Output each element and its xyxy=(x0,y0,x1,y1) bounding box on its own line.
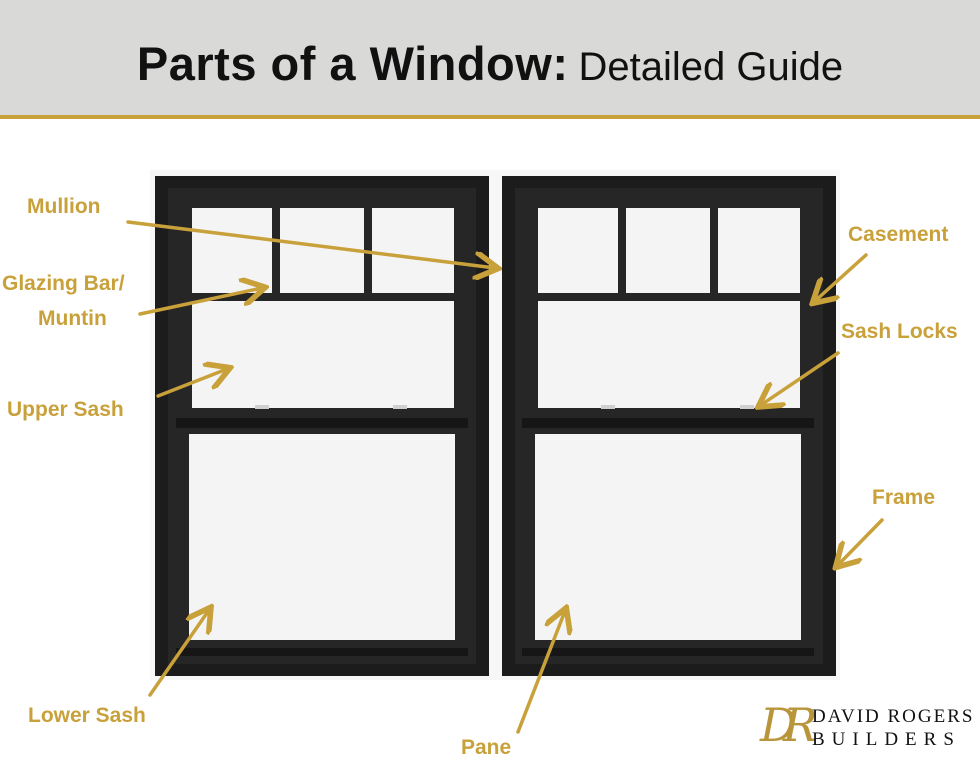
lower-sash-arrow xyxy=(148,610,209,697)
page-title: Parts of a Window:Detailed Guide xyxy=(0,36,980,91)
label-upper-sash: Upper Sash xyxy=(7,398,124,421)
right-lock-1 xyxy=(601,405,615,409)
muntin-arrow xyxy=(138,288,262,316)
left-lower-pane xyxy=(189,434,455,640)
casement-arrow xyxy=(815,253,868,301)
label-pane: Pane xyxy=(461,736,512,759)
builder-logo-subtitle: BUILDERS xyxy=(812,729,961,750)
left-lock-1 xyxy=(255,405,269,409)
header-band xyxy=(0,0,980,115)
right-upper-pane-1 xyxy=(538,208,618,293)
right-lock-2 xyxy=(740,405,754,409)
right-window xyxy=(502,176,836,676)
upper-sash-arrow xyxy=(156,369,227,398)
pane-arrow xyxy=(516,611,565,734)
label-lower-sash: Lower Sash xyxy=(28,704,146,727)
left-lock-2 xyxy=(393,405,407,409)
right-meeting-rail xyxy=(522,418,814,428)
label-sash-locks: Sash Locks xyxy=(841,320,958,343)
right-upper-pane-3 xyxy=(718,208,800,293)
left-upper-pane-1 xyxy=(192,208,272,293)
left-window xyxy=(155,176,489,676)
label-glazing-bar: Glazing Bar/ xyxy=(2,272,125,295)
right-upper-main-pane xyxy=(538,301,800,408)
label-frame: Frame xyxy=(872,486,936,509)
left-meeting-rail xyxy=(176,418,468,428)
sash-locks-arrow xyxy=(761,351,840,405)
left-sill xyxy=(176,648,468,656)
builder-logo-monogram: DR xyxy=(760,698,817,752)
frame-arrow xyxy=(838,518,884,565)
label-casement: Casement xyxy=(848,223,949,246)
right-lower-pane xyxy=(535,434,801,640)
builder-logo-name: DAVID ROGERS xyxy=(812,706,975,727)
right-upper-pane-2 xyxy=(626,208,710,293)
label-mullion: Mullion xyxy=(27,195,101,218)
mullion-arrow xyxy=(126,220,495,268)
left-upper-pane-3 xyxy=(372,208,454,293)
title-bold: Parts of a Window: xyxy=(136,37,569,90)
header-divider xyxy=(0,115,980,119)
right-sill xyxy=(522,648,814,656)
title-light: Detailed Guide xyxy=(578,45,844,89)
left-upper-main-pane xyxy=(192,301,454,408)
label-muntin: Muntin xyxy=(38,307,107,330)
